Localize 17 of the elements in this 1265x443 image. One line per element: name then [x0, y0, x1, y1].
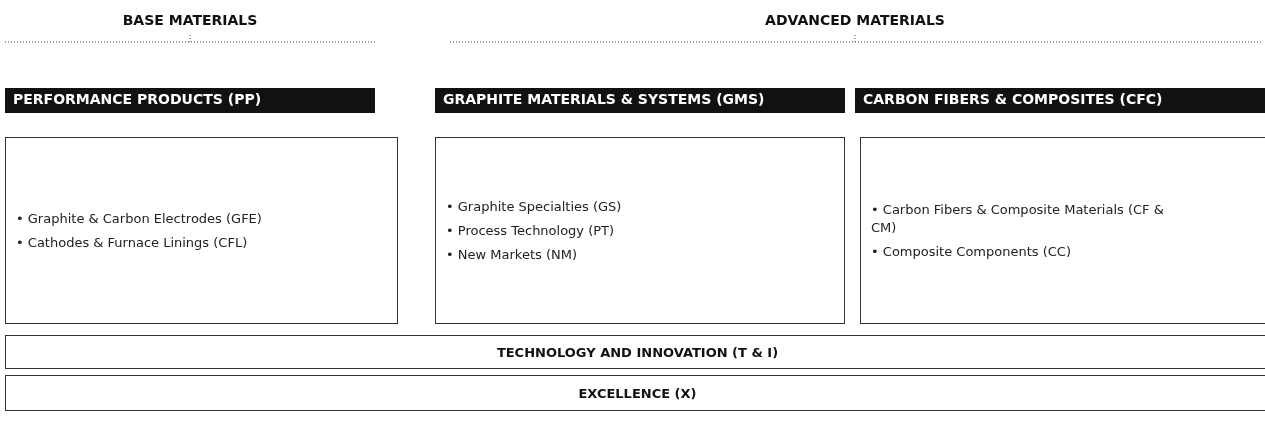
segment-header: PERFORMANCE PRODUCTS (PP) — [5, 88, 375, 113]
business-unit-box — [860, 137, 1265, 324]
function-band: TECHNOLOGY AND INNOVATION (T & I) — [5, 335, 1265, 369]
business-unit-box — [5, 137, 398, 324]
function-band: EXCELLENCE (X) — [5, 375, 1265, 411]
list-item: • Graphite & Carbon Electrodes (GFE) — [16, 209, 263, 228]
list-item: • Cathodes & Furnace Linings (CFL) — [16, 233, 249, 252]
list-item: • New Markets (NM) — [446, 245, 578, 264]
list-item: • Composite Components (CC) — [871, 242, 1072, 261]
business-unit-box — [435, 137, 845, 324]
list-item: • Process Technology (PT) — [446, 221, 616, 240]
segment-header: GRAPHITE MATERIALS & SYSTEMS (GMS) — [435, 88, 845, 113]
segment-header: CARBON FIBERS & COMPOSITES (CFC) — [855, 88, 1265, 113]
section-heading: ADVANCED MATERIALS — [765, 12, 945, 28]
list-item: • Carbon Fibers & Composite Materials (CF & CM) — [871, 200, 1165, 237]
list-item: • Graphite Specialties (GS) — [446, 197, 623, 216]
section-heading: BASE MATERIALS — [122, 12, 258, 28]
